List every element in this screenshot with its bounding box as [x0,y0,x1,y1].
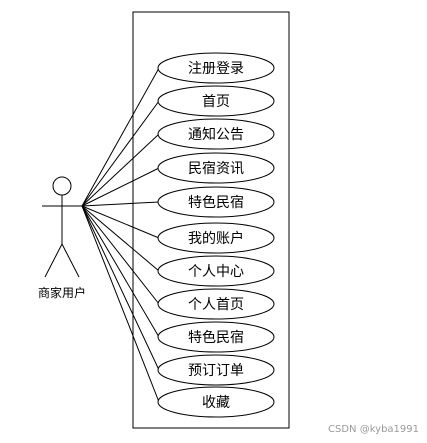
use-case-label: 注册登录 [188,61,244,77]
use-case-label: 我的账户 [188,230,244,247]
association-line [81,205,160,305]
use-case-6: 我的账户 [157,222,275,254]
watermark: CSDN @kyba1991 [328,424,419,435]
actor-figure [42,176,82,278]
use-case-ellipse [157,85,275,117]
association-line [81,100,160,207]
use-case-label: 特色民宿 [188,329,244,346]
association-line [81,133,160,207]
association-line [81,201,160,207]
association-line [81,205,160,403]
use-case-label: 个人首页 [188,297,244,313]
use-case-ellipse [157,255,275,287]
use-case-ellipse [157,52,275,84]
use-case-ellipse [157,288,275,320]
use-case-ellipse [157,386,275,418]
association-line [81,67,160,207]
use-case-11: 收藏 [157,386,275,418]
use-case-ellipse [157,222,275,254]
use-case-ellipse [157,354,275,386]
use-case-1: 注册登录 [157,52,275,84]
use-case-10: 预订订单 [157,354,275,386]
use-case-ellipse [157,152,275,184]
use-case-label: 个人中心 [188,264,244,280]
association-line [81,205,160,371]
use-case-7: 个人中心 [157,255,275,287]
use-case-ellipse [157,186,275,218]
association-line [81,205,160,272]
actor-head [52,176,72,196]
use-case-ellipse [157,321,275,353]
use-case-2: 首页 [157,85,275,117]
use-case-3: 通知公告 [157,118,275,150]
actor-label: 商家用户 [38,285,86,300]
actor-left-leg [44,243,63,278]
association-line [81,205,160,338]
association-lines [81,67,160,403]
use-case-label: 民宿资讯 [188,160,244,177]
association-line [81,205,160,239]
use-case-label: 预订订单 [188,363,244,379]
system-boundary [132,11,290,429]
use-case-label: 通知公告 [188,126,244,143]
association-line [81,167,160,207]
use-case-8: 个人首页 [157,288,275,320]
use-case-label: 收藏 [202,395,230,411]
use-case-9: 特色民宿 [157,321,275,353]
use-case-label: 特色民宿 [188,194,244,211]
use-case-4: 民宿资讯 [157,152,275,184]
use-case-ellipse [157,118,275,150]
actor-right-leg [61,243,80,278]
use-case-5: 特色民宿 [157,186,275,218]
use-case-label: 首页 [202,94,230,110]
